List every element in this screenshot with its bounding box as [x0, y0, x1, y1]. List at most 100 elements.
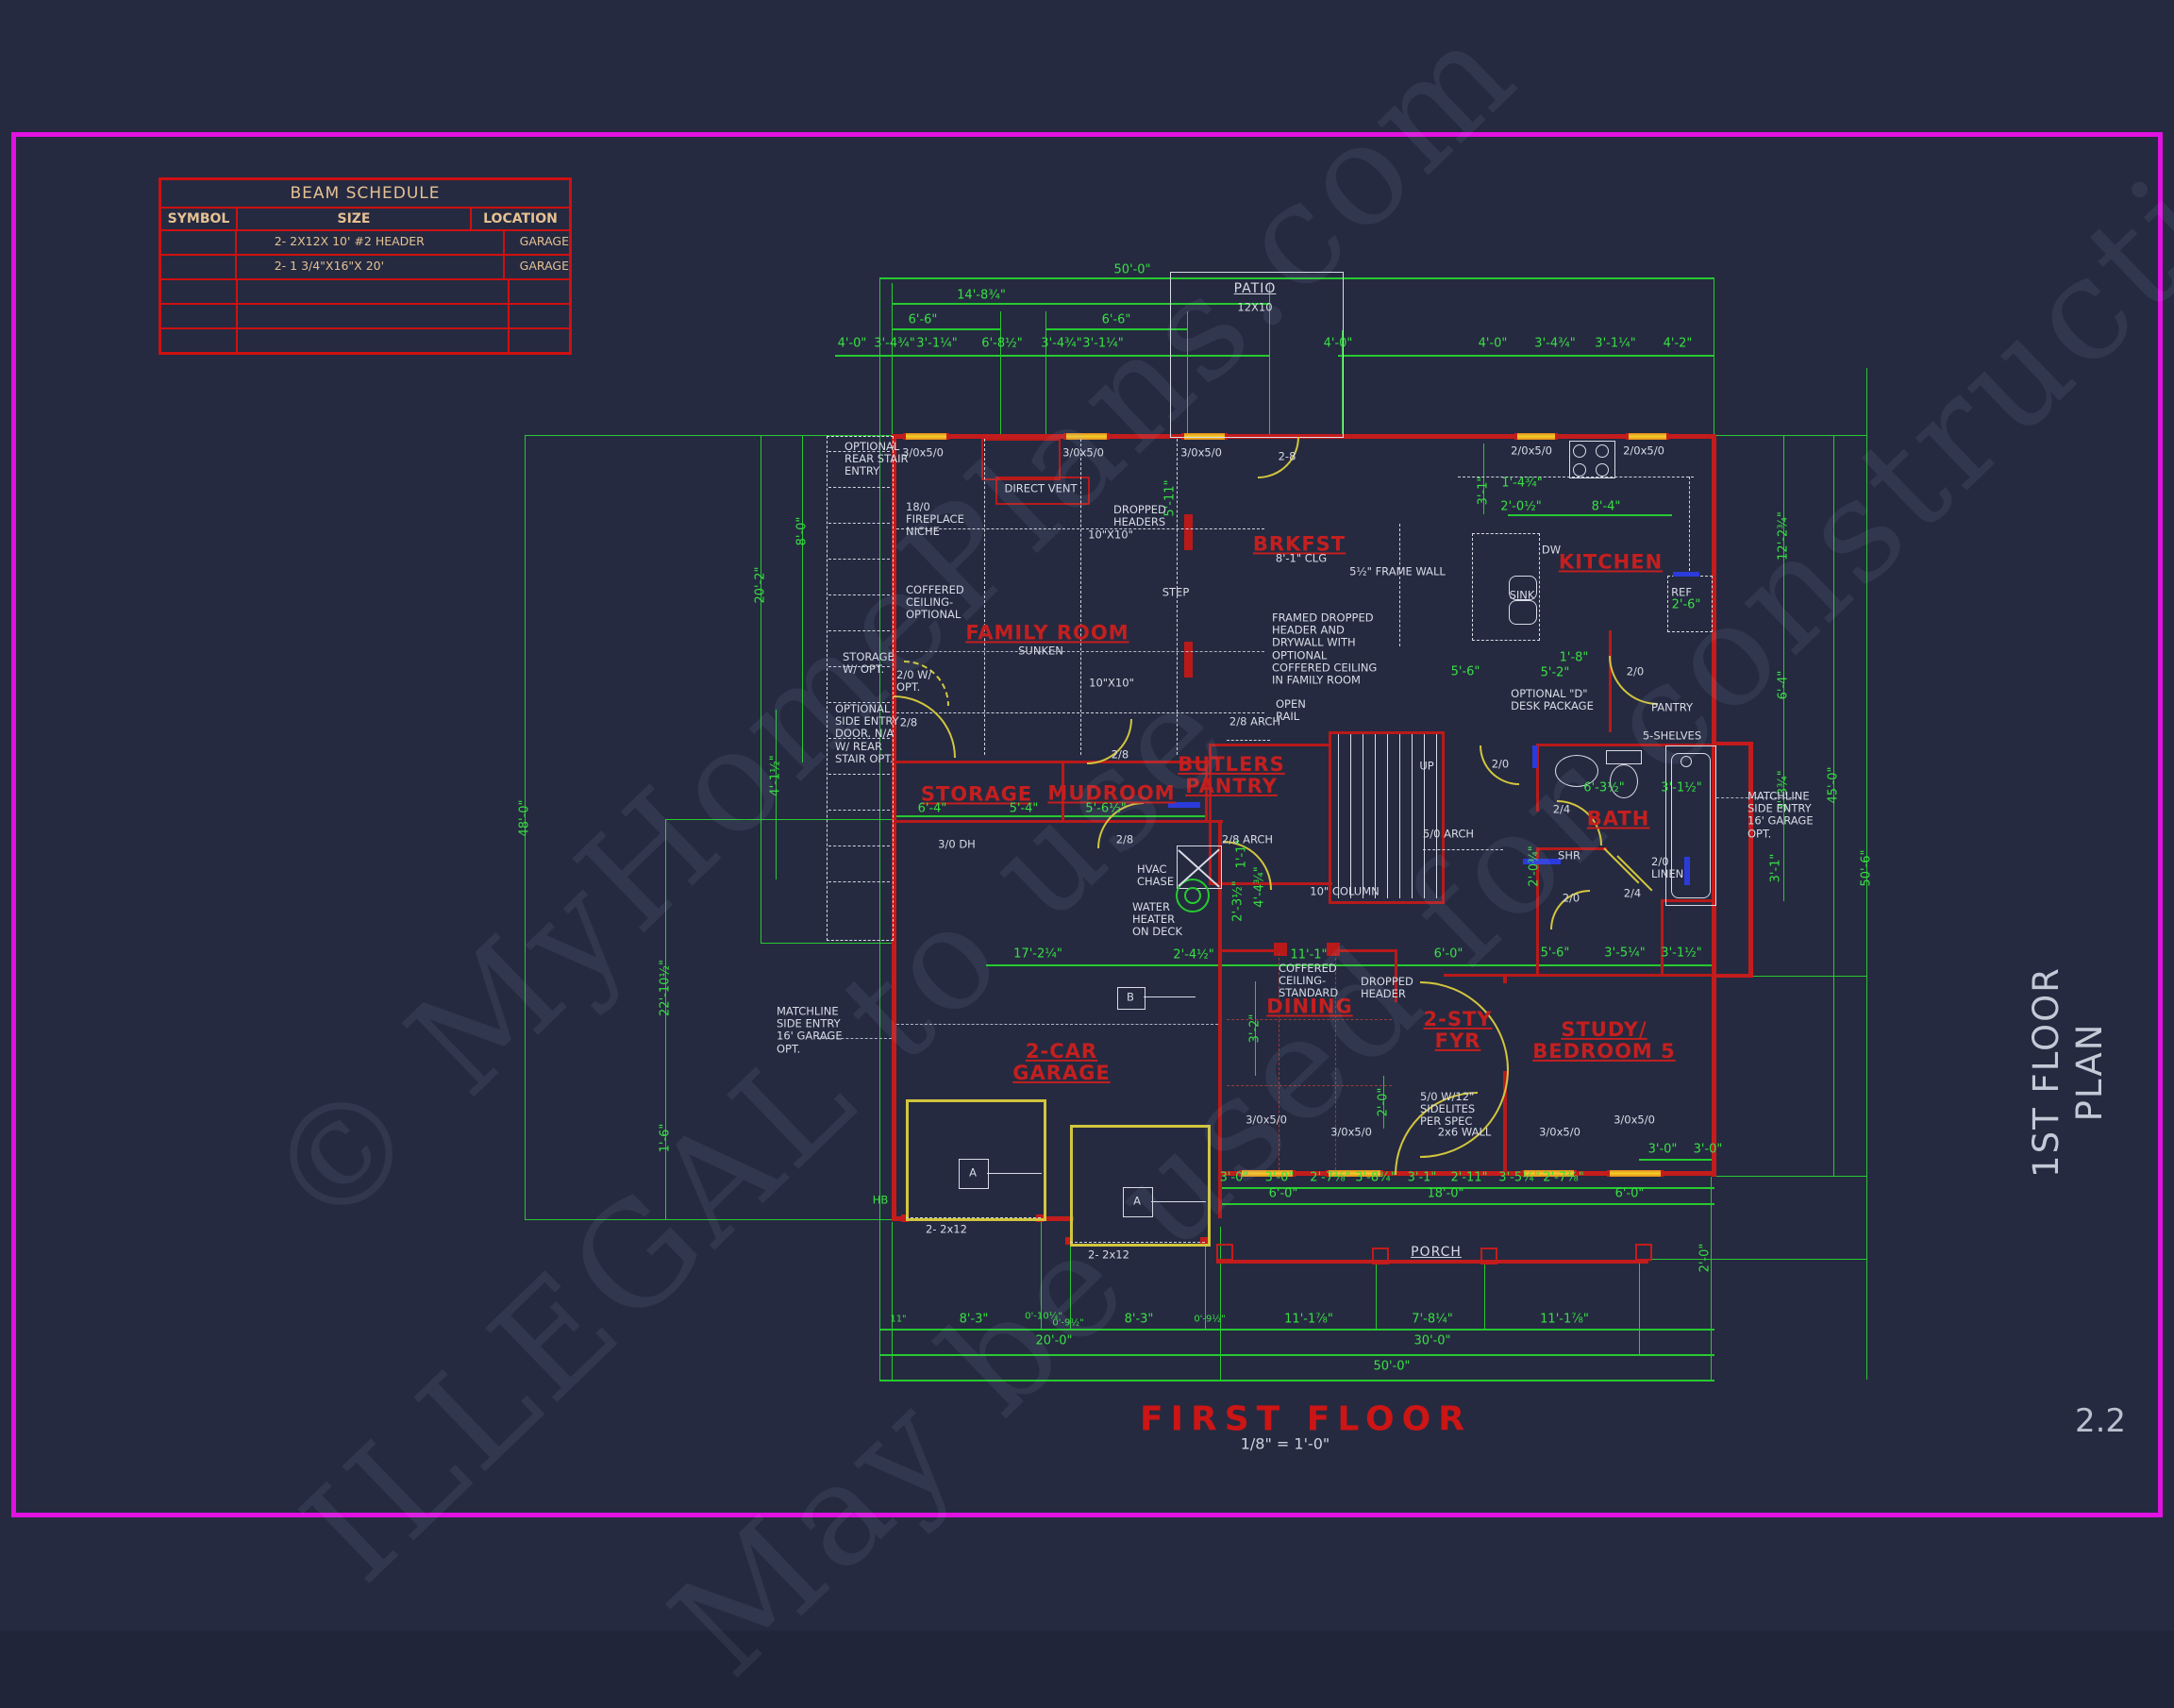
- wall: [1395, 949, 1397, 1002]
- wall: [1661, 899, 1664, 976]
- dim-label: 2'-6": [1671, 597, 1701, 612]
- dim-label: 2'-7⅜": [1310, 1170, 1351, 1185]
- wall: [1661, 899, 1713, 902]
- annotation: SUNKEN: [1018, 644, 1063, 658]
- annotation: 2/4: [1552, 802, 1571, 816]
- dimension-line: [835, 355, 1269, 357]
- dim-label: 4'-1½": [768, 755, 783, 796]
- cell-symbol: [161, 305, 238, 327]
- burner: [1573, 463, 1586, 477]
- annotation: OPTIONAL REAR STAIR ENTRY: [845, 440, 909, 478]
- dimension-line: [525, 436, 526, 1220]
- dimension-line: [1269, 283, 1270, 434]
- wall: [892, 820, 1223, 823]
- fireplace: [995, 477, 1090, 505]
- garage-door: [1070, 1125, 1211, 1247]
- dimension-line: [1711, 1177, 1712, 1380]
- fixture: [1123, 1187, 1153, 1217]
- dim-label: 45'-0": [1826, 766, 1841, 804]
- dimension-line: [1714, 435, 1866, 436]
- annotation: 2/0x5/0: [1623, 444, 1664, 458]
- dimension-line: [1639, 1260, 1640, 1354]
- wall: [1062, 761, 1064, 823]
- annotation: 10" COLUMN: [1310, 884, 1380, 898]
- dimension-line: [879, 277, 1714, 279]
- wall: [892, 434, 896, 1221]
- dimension-line: [1639, 1159, 1714, 1161]
- optional-stair-tread: [828, 846, 890, 847]
- wall: [901, 1214, 909, 1222]
- annotation: 2- 2x12: [1088, 1248, 1129, 1262]
- dim-label: 3'-1½": [1661, 780, 1702, 795]
- ceiling-beam: [1227, 1019, 1392, 1021]
- dimension-line: [1045, 328, 1187, 330]
- annotation: FRAMED DROPPED HEADER AND DRYWALL WITH O…: [1272, 611, 1378, 687]
- wall: [1536, 744, 1713, 746]
- dim-label: 6'-6": [908, 312, 938, 327]
- dimension-line: [1342, 330, 1343, 436]
- dim-label: 5'-6": [1540, 946, 1570, 961]
- wall: [1536, 847, 1607, 850]
- cell-size: 2- 1 3/4"X16"X 20': [237, 256, 505, 278]
- dimension-line: [665, 819, 892, 820]
- annotation: 3/0x5/0: [1539, 1125, 1580, 1139]
- annotation: DROPPED HEADER: [1361, 974, 1413, 1000]
- dimension-line: [1866, 368, 1867, 1380]
- annotation: 2/4: [1623, 886, 1642, 900]
- dashed-line: [1070, 1242, 1205, 1244]
- wall: [1209, 744, 1212, 885]
- fixture: [1117, 987, 1146, 1010]
- window: [1063, 433, 1110, 440]
- fixture: [1610, 764, 1638, 798]
- matchline: [896, 651, 1264, 653]
- wall: [1220, 949, 1279, 952]
- sheet-scale: 1/8" = 1'-0": [1240, 1434, 1330, 1453]
- sheet-side-label: 1ST FLOOR PLAN: [2025, 966, 2110, 1178]
- dimension-line: [1205, 1243, 1206, 1329]
- dimension-line: [1041, 1217, 1042, 1329]
- dashed-line: [896, 528, 1264, 530]
- page-number: 2.2: [2074, 1402, 2127, 1440]
- wall: [892, 761, 1209, 763]
- annotation: OPTIONAL "D" DESK PACKAGE: [1511, 686, 1594, 712]
- matchline: [896, 1024, 1218, 1026]
- wall: [1536, 744, 1539, 812]
- dim-label: 6'-0": [1614, 1186, 1645, 1201]
- stair-tread: [1350, 734, 1351, 898]
- stair-tread: [1436, 734, 1437, 898]
- water-heater: [1176, 879, 1210, 913]
- annotation: DW: [1541, 543, 1562, 557]
- dim-label: 3'-1": [1476, 476, 1491, 506]
- dimension-line: [1338, 355, 1714, 357]
- annotation: HVAC CHASE: [1137, 862, 1175, 888]
- dim-label: 3'-0": [1219, 1170, 1249, 1185]
- dimension-line: [1220, 1203, 1714, 1205]
- annotation: 2/0: [1491, 757, 1510, 771]
- annotation: 2/8 ARCH: [1229, 714, 1281, 728]
- room-label: DINING: [1266, 995, 1353, 1018]
- annotation: 18/0 FIREPLACE NICHE: [906, 500, 964, 539]
- dim-label: 3'-1¼": [1082, 336, 1124, 351]
- dashed-line: [1177, 439, 1179, 755]
- wall: [1340, 949, 1396, 952]
- window: [1181, 433, 1228, 440]
- cad-sheet: { "page": { "colors": {"background":"#25…: [11, 0, 2174, 1708]
- dim-label: 1'-8": [1559, 650, 1589, 665]
- fixture: [1671, 753, 1711, 898]
- porch-column: [1216, 1244, 1233, 1261]
- annotation: MATCHLINE SIDE ENTRY 16' GARAGE OPT.: [1748, 789, 1814, 841]
- dim-label: 3'-0": [1647, 1142, 1678, 1157]
- annotation: A: [1133, 1194, 1141, 1208]
- annotation: 5-SHELVES: [1642, 728, 1702, 743]
- wall: [1503, 1071, 1507, 1174]
- dimension-line: [761, 943, 892, 944]
- annotation: 3/0x5/0: [902, 445, 944, 460]
- dim-label: 3'-1": [1768, 853, 1783, 883]
- dim-label: 3'-5¼": [1604, 946, 1646, 961]
- dimension-line: [1383, 1076, 1384, 1129]
- optional-stair-tread: [828, 451, 890, 453]
- dimension-line: [892, 328, 1000, 330]
- dim-label: 2'-0": [1376, 1087, 1391, 1117]
- annotation: 2/0: [1562, 891, 1580, 905]
- dimension-line: [1187, 311, 1188, 434]
